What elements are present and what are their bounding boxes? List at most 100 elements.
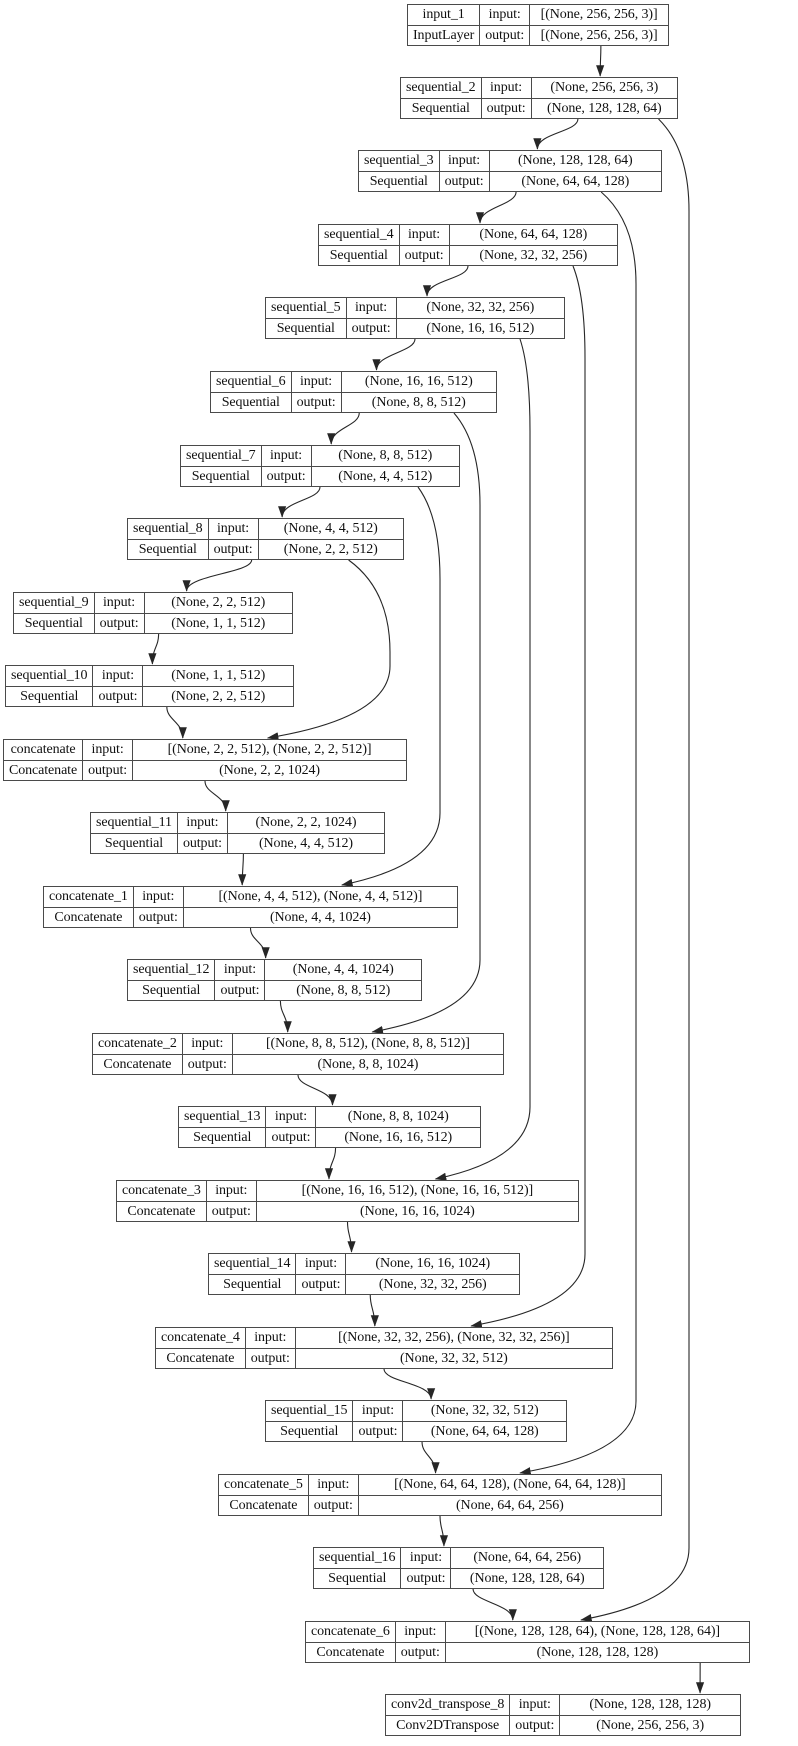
- output-shape: (None, 8, 8, 512): [340, 392, 496, 412]
- input-label: input:: [176, 813, 227, 833]
- input-shape: (None, 2, 2, 1024): [226, 813, 384, 833]
- output-label: output:: [207, 539, 258, 559]
- input-shape: [(None, 8, 8, 512), (None, 8, 8, 512)]: [231, 1034, 503, 1054]
- output-label: output:: [214, 980, 265, 1000]
- input-label: input:: [290, 372, 341, 392]
- edge-sequential_10-to-concatenate: [166, 706, 187, 739]
- output-shape: (None, 256, 256, 3): [559, 1715, 740, 1735]
- layer-name: sequential_13: [184, 1109, 261, 1124]
- input-shape: [(None, 128, 128, 64), (None, 128, 128, …: [444, 1622, 749, 1642]
- output-shape: (None, 4, 4, 512): [310, 466, 459, 486]
- output-shape: (None, 8, 8, 1024): [231, 1054, 503, 1074]
- output-shape: (None, 128, 128, 64): [450, 1568, 603, 1588]
- input-label: input:: [438, 151, 489, 171]
- layer-type: Sequential: [266, 318, 346, 338]
- output-label: output:: [176, 833, 227, 853]
- layer-node-sequential_9: sequential_9 input: (None, 2, 2, 512) Se…: [13, 592, 293, 634]
- layer-type: Sequential: [181, 466, 261, 486]
- edge-sequential_9-to-sequential_10: [148, 633, 160, 665]
- output-label: output:: [509, 1715, 560, 1735]
- edge-concatenate-to-sequential_11: [204, 780, 230, 812]
- output-label: output:: [352, 1421, 403, 1441]
- output-shape: (None, 32, 32, 512): [294, 1348, 612, 1368]
- layer-type: Concatenate: [93, 1054, 182, 1074]
- input-shape: (None, 8, 8, 1024): [315, 1107, 480, 1127]
- layer-name: sequential_14: [214, 1256, 291, 1271]
- output-label: output:: [398, 245, 449, 265]
- layer-node-concatenate_2: concatenate_2 input: [(None, 8, 8, 512),…: [92, 1033, 504, 1075]
- edge-sequential_4-to-sequential_5: [422, 265, 469, 297]
- output-shape: (None, 2, 2, 512): [257, 539, 403, 559]
- layer-type: Sequential: [401, 98, 481, 118]
- layer-node-sequential_8: sequential_8 input: (None, 4, 4, 512) Se…: [127, 518, 404, 560]
- output-shape: (None, 32, 32, 256): [345, 1274, 519, 1294]
- output-shape: (None, 1, 1, 512): [143, 613, 292, 633]
- input-label: input:: [207, 519, 258, 539]
- input-shape: (None, 256, 256, 3): [530, 78, 677, 98]
- layer-node-sequential_5: sequential_5 input: (None, 32, 32, 256) …: [265, 297, 565, 339]
- input-shape: (None, 4, 4, 1024): [264, 960, 421, 980]
- output-label: output:: [205, 1201, 256, 1221]
- output-shape: [(None, 256, 256, 3)]: [529, 25, 668, 45]
- layer-type: Sequential: [6, 686, 93, 706]
- layer-node-sequential_15: sequential_15 input: (None, 32, 32, 512)…: [265, 1400, 567, 1442]
- layer-type: Sequential: [179, 1127, 266, 1147]
- output-shape: (None, 16, 16, 1024): [255, 1201, 578, 1221]
- layer-node-sequential_7: sequential_7 input: (None, 8, 8, 512) Se…: [180, 445, 460, 487]
- edge-sequential_6-to-sequential_7: [327, 412, 360, 445]
- layer-name: sequential_6: [216, 374, 286, 389]
- input-label: input:: [181, 1034, 232, 1054]
- layer-node-input_1: input_1 input: [(None, 256, 256, 3)] Inp…: [407, 4, 669, 46]
- input-shape: (None, 64, 64, 256): [450, 1548, 603, 1568]
- layer-name: sequential_9: [19, 595, 89, 610]
- output-label: output:: [181, 1054, 232, 1074]
- input-shape: (None, 16, 16, 512): [340, 372, 496, 392]
- output-shape: (None, 16, 16, 512): [395, 318, 564, 338]
- edge-sequential_4-to-concatenate_4: [470, 265, 586, 1329]
- layer-type: Sequential: [359, 171, 439, 191]
- input-label: input:: [244, 1328, 295, 1348]
- input-shape: [(None, 64, 64, 128), (None, 64, 64, 128…: [357, 1475, 661, 1495]
- layer-node-sequential_10: sequential_10 input: (None, 1, 1, 512) S…: [5, 665, 294, 707]
- layer-name: sequential_3: [364, 153, 434, 168]
- input-shape: [(None, 16, 16, 512), (None, 16, 16, 512…: [255, 1181, 578, 1201]
- output-shape: (None, 4, 4, 512): [226, 833, 384, 853]
- input-label: input:: [394, 1622, 445, 1642]
- layer-node-conv2d_transpose_8: conv2d_transpose_8 input: (None, 128, 12…: [385, 1694, 741, 1736]
- edge-sequential_2-to-concatenate_6: [580, 118, 690, 1623]
- input-label: input:: [132, 887, 183, 907]
- layer-name: concatenate: [10, 742, 76, 757]
- layer-name: sequential_16: [319, 1550, 396, 1565]
- layer-node-sequential_11: sequential_11 input: (None, 2, 2, 1024) …: [90, 812, 385, 854]
- layer-node-concatenate_5: concatenate_5 input: [(None, 64, 64, 128…: [218, 1474, 662, 1516]
- layer-type: Sequential: [91, 833, 177, 853]
- layer-type: Concatenate: [306, 1642, 395, 1662]
- edge-concatenate_2-to-sequential_13: [297, 1074, 337, 1106]
- output-shape: (None, 2, 2, 512): [142, 686, 293, 706]
- input-label: input:: [398, 225, 449, 245]
- input-shape: (None, 2, 2, 512): [143, 593, 292, 613]
- output-shape: (None, 8, 8, 512): [264, 980, 421, 1000]
- input-shape: [(None, 256, 256, 3)]: [529, 5, 668, 25]
- input-shape: [(None, 32, 32, 256), (None, 32, 32, 256…: [294, 1328, 612, 1348]
- output-shape: (None, 2, 2, 1024): [132, 760, 406, 780]
- input-shape: (None, 8, 8, 512): [310, 446, 459, 466]
- edge-sequential_2-to-sequential_3: [533, 118, 579, 150]
- input-label: input:: [260, 446, 311, 466]
- layer-name: concatenate_1: [49, 889, 128, 904]
- edge-input_1-to-sequential_2: [596, 45, 605, 77]
- layer-name: input_1: [422, 7, 465, 22]
- input-label: input:: [509, 1695, 559, 1715]
- input-label: input:: [400, 1548, 450, 1568]
- output-label: output:: [345, 318, 396, 338]
- output-shape: (None, 128, 128, 64): [530, 98, 677, 118]
- input-label: input:: [352, 1401, 402, 1421]
- output-shape: (None, 64, 64, 128): [488, 171, 661, 191]
- layer-node-sequential_16: sequential_16 input: (None, 64, 64, 256)…: [313, 1547, 604, 1589]
- layer-name: sequential_2: [406, 80, 476, 95]
- input-label: input:: [205, 1181, 256, 1201]
- output-shape: (None, 64, 64, 256): [357, 1495, 661, 1515]
- edge-sequential_8-to-concatenate: [266, 559, 391, 741]
- input-shape: (None, 4, 4, 512): [257, 519, 403, 539]
